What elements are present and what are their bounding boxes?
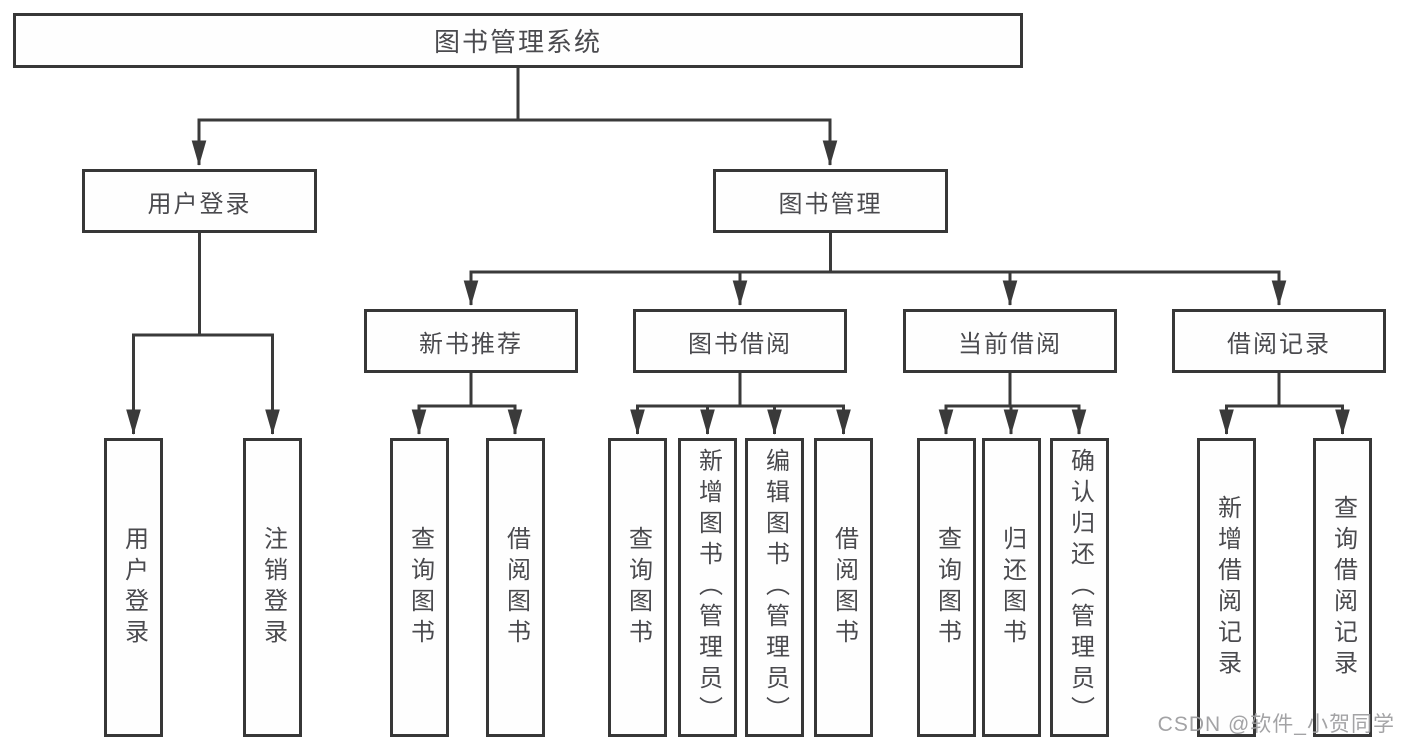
node-label: 图书借阅 <box>688 330 792 358</box>
node-current-borrowing: 当前借阅 <box>903 309 1117 373</box>
node-label: 借阅记录 <box>1227 330 1331 358</box>
node-label: 当前借阅 <box>958 330 1062 358</box>
node-confirm-return-admin: 确认归还（管理员） <box>1050 438 1109 737</box>
node-library-management-system: 图书管理系统 <box>13 13 1023 68</box>
node-query-books-recommend: 查询图书 <box>390 438 449 737</box>
node-return-books: 归还图书 <box>982 438 1041 737</box>
node-label: 图书管理 <box>778 190 883 218</box>
node-user-login-leaf: 用户登录 <box>104 438 163 737</box>
node-borrowing-records: 借阅记录 <box>1172 309 1386 373</box>
node-label: 借阅图书 <box>830 525 858 650</box>
node-label: 借阅图书 <box>502 525 530 650</box>
node-book-borrowing: 图书借阅 <box>633 309 847 373</box>
node-label: 归还图书 <box>998 525 1026 650</box>
node-label: 查询图书 <box>933 525 961 650</box>
node-label: 确认归还（管理员） <box>1066 448 1094 727</box>
node-add-borrow-record: 新增借阅记录 <box>1197 438 1256 737</box>
node-query-books-current: 查询图书 <box>917 438 976 737</box>
node-label: 用户登录 <box>147 190 252 218</box>
node-label: 用户登录 <box>120 525 148 650</box>
node-label: 新增图书（管理员） <box>694 448 722 727</box>
node-query-borrow-record: 查询借阅记录 <box>1313 438 1372 737</box>
node-label: 新书推荐 <box>419 330 523 358</box>
node-edit-book-admin: 编辑图书（管理员） <box>745 438 804 737</box>
watermark-text: CSDN @软件_小贺同学 <box>1157 713 1395 736</box>
node-label: 新增借阅记录 <box>1213 494 1241 681</box>
node-logout: 注销登录 <box>243 438 302 737</box>
node-label: 查询图书 <box>406 525 434 650</box>
node-query-books-borrowing: 查询图书 <box>608 438 667 737</box>
node-new-book-recommend: 新书推荐 <box>364 309 578 373</box>
node-label: 查询借阅记录 <box>1329 494 1357 681</box>
node-add-book-admin: 新增图书（管理员） <box>678 438 737 737</box>
node-book-management: 图书管理 <box>713 169 948 233</box>
node-borrow-books-recommend: 借阅图书 <box>486 438 545 737</box>
node-label: 图书管理系统 <box>433 27 602 57</box>
node-label: 编辑图书（管理员） <box>761 448 789 727</box>
node-user-login: 用户登录 <box>82 169 317 233</box>
node-borrow-books-leaf: 借阅图书 <box>814 438 873 737</box>
node-label: 注销登录 <box>259 525 287 650</box>
node-label: 查询图书 <box>624 525 652 650</box>
